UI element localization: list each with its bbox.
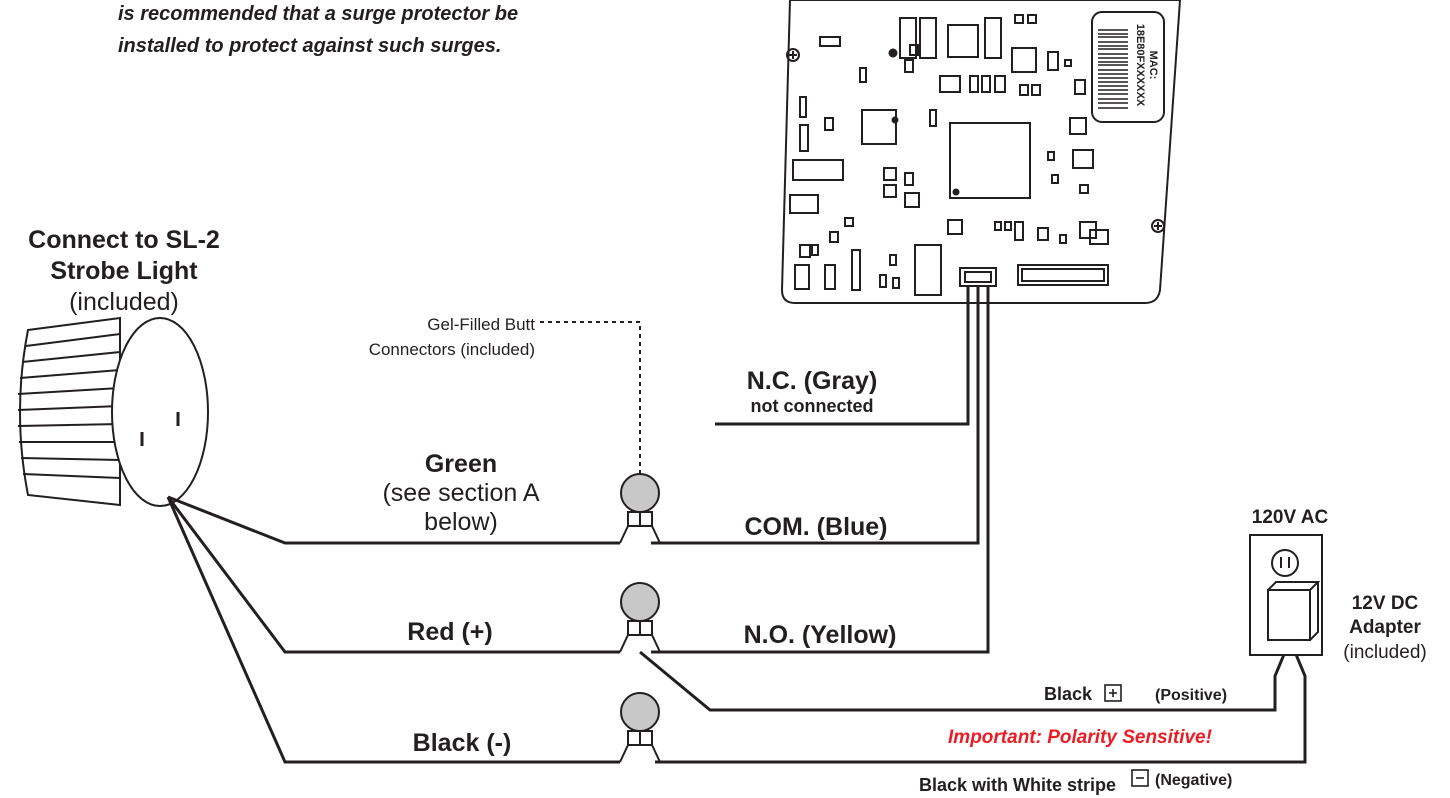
intro-text-line2: installed to protect against such surges… [118,35,501,57]
positive-label: (Positive) [1155,687,1227,704]
wire-com-blue [651,286,980,545]
strobe-title-line1: Connect to SL-2 [28,226,220,254]
com-wire-label: COM. (Blue) [744,513,887,541]
power-wires [639,639,1307,764]
intro-text-line1: is recommended that a surge protector be [118,3,518,25]
butt-connector-icon [619,582,661,653]
wire-green [167,495,620,545]
barcode-icon [1098,29,1128,109]
green-wire-sublabel-line1: (see section A [382,479,539,507]
strobe-wires [166,495,620,764]
wire-black-minus [166,496,620,764]
wire-black-white-negative [655,639,1307,764]
header-connector [1017,264,1109,286]
mac-value: 18E80FXXXXXX [1134,24,1146,107]
power-adapter [1267,581,1321,641]
strobe-title-line2: Strobe Light [50,257,198,285]
no-wire-label: N.O. (Yellow) [744,621,897,649]
adapter-note: (included) [1343,642,1426,663]
butt-connector-leader [540,321,641,474]
green-wire-sublabel-line2: below) [424,508,498,536]
polarity-warning: Important: Polarity Sensitive! [948,727,1212,748]
mounting-hole-icon [786,48,800,62]
negative-label: (Negative) [1155,772,1232,789]
adapter-label-line2: Adapter [1349,617,1421,638]
mac-label: MAC: [1147,51,1159,80]
black-wire-label: Black [1044,684,1093,704]
minus-box-icon [1131,769,1149,787]
mounting-hole-icon [1151,219,1165,233]
circuit-board [780,0,1182,304]
black-white-wire-label: Black with White stripe [919,775,1116,795]
plus-box-icon [1104,684,1122,702]
butt-connector-icon [619,473,661,544]
nc-sublabel: not connected [750,396,873,416]
wire-nc-gray [715,286,970,426]
wire-black-positive [639,639,1292,712]
green-wire-label: Green [425,450,497,478]
ac-label: 120V AC [1252,507,1329,528]
red-wire-label: Red (+) [407,618,492,646]
nc-label: N.C. (Gray) [747,367,878,395]
butt-connector-icon [619,692,661,763]
wire-no-yellow [651,286,990,654]
strobe-note: (included) [69,288,179,316]
strobe-light [17,316,209,507]
outlet-icon [1271,549,1299,577]
black-minus-wire-label: Black (-) [413,729,512,757]
adapter-label-line1: 12V DC [1352,593,1419,614]
butt-connector-label-line1: Gel-Filled Butt [427,315,535,334]
wire-red [166,496,620,654]
butt-connector-label-line2: Connectors (included) [369,340,535,359]
relay-wires [651,286,990,654]
mac-label-box [1091,11,1165,123]
